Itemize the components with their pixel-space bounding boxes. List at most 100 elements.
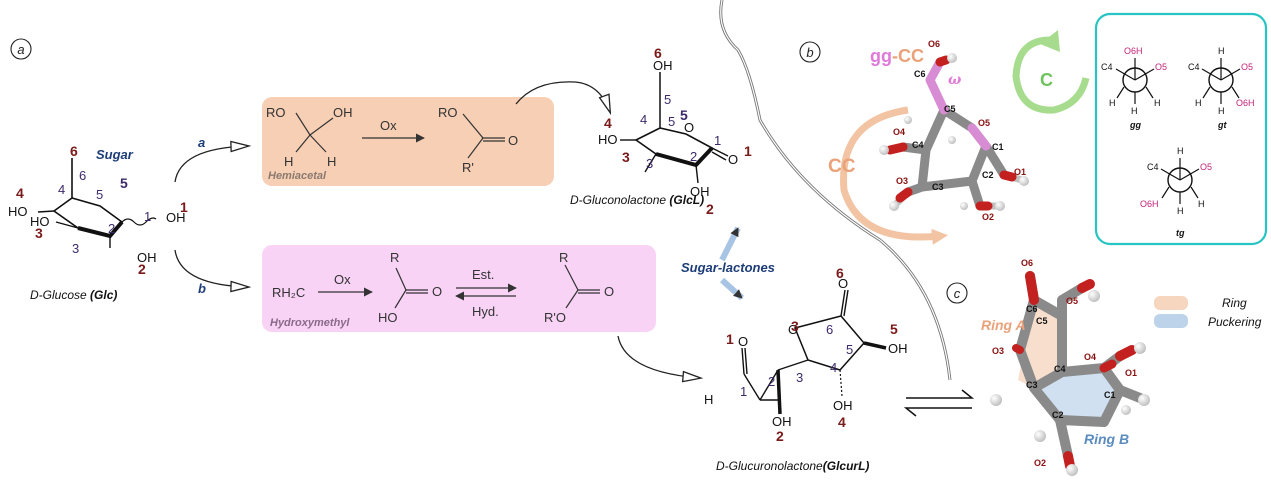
svg-text:4: 4 xyxy=(838,414,846,430)
sugar-lactones-down-arrow xyxy=(719,277,745,301)
cc-rotation-arrow xyxy=(840,106,948,245)
to-gluconolactone-arrow xyxy=(515,81,610,112)
to-glucuronolactone-arrow xyxy=(617,335,700,378)
glucuronolactone-caption: D-Glucuronolactone(GlcurL) xyxy=(716,459,869,473)
svg-text:5: 5 xyxy=(664,92,671,107)
svg-text:6: 6 xyxy=(826,322,833,337)
svg-text:HO: HO xyxy=(378,310,398,325)
svg-text:H: H xyxy=(1131,106,1138,116)
svg-text:O: O xyxy=(604,284,614,299)
svg-text:RH₂C: RH₂C xyxy=(272,285,305,300)
svg-text:C4: C4 xyxy=(1054,364,1066,374)
svg-text:O3: O3 xyxy=(896,176,908,186)
svg-text:5: 5 xyxy=(120,175,128,191)
svg-text:R'O: R'O xyxy=(544,310,566,325)
svg-text:R: R xyxy=(559,250,568,265)
svg-text:Ox: Ox xyxy=(380,118,397,133)
svg-text:O5: O5 xyxy=(1200,162,1212,172)
svg-text:4: 4 xyxy=(16,185,24,201)
svg-text:C4: C4 xyxy=(1101,62,1113,72)
svg-text:O5: O5 xyxy=(1066,296,1078,306)
pathway-b-label: b xyxy=(198,281,206,296)
svg-text:3: 3 xyxy=(35,225,43,241)
svg-text:H: H xyxy=(1177,206,1184,216)
svg-text:O4: O4 xyxy=(1084,352,1096,362)
svg-text:H: H xyxy=(1195,98,1202,108)
svg-text:O6: O6 xyxy=(928,39,940,49)
svg-text:OH: OH xyxy=(333,105,353,120)
svg-text:O5: O5 xyxy=(1241,62,1253,72)
svg-text:H: H xyxy=(327,154,336,169)
svg-text:2: 2 xyxy=(706,201,714,217)
conformer-c: O6 O5 C6 C5 O3 O4 C4 O1 C3 C1 C2 O2 Ring… xyxy=(981,258,1150,476)
svg-text:b: b xyxy=(806,45,813,60)
svg-text:2: 2 xyxy=(768,374,775,389)
svg-text:gt: gt xyxy=(1217,120,1227,130)
newman-gt: H C4 O5 H O6H H gt xyxy=(1188,46,1255,130)
svg-text:H: H xyxy=(704,392,713,407)
svg-text:O: O xyxy=(838,276,848,291)
svg-text:1: 1 xyxy=(714,133,721,148)
panel-label-c: c xyxy=(946,282,968,304)
svg-text:2: 2 xyxy=(138,261,146,277)
svg-text:3: 3 xyxy=(646,156,653,171)
panel-label-a: a xyxy=(10,38,32,60)
svg-text:O2: O2 xyxy=(1034,458,1046,468)
omega-label: ω xyxy=(948,72,962,88)
hemiacetal-box: RO OH H H Ox RO O R' Hemiacetal xyxy=(262,97,554,186)
svg-text:1: 1 xyxy=(744,143,752,159)
svg-text:4: 4 xyxy=(58,182,65,197)
svg-text:O6H: O6H xyxy=(1124,46,1143,56)
svg-text:H: H xyxy=(1154,98,1161,108)
svg-text:R: R xyxy=(390,250,399,265)
svg-text:6: 6 xyxy=(70,143,78,159)
c-rotation-label: C xyxy=(1040,70,1053,90)
svg-text:H: H xyxy=(284,154,293,169)
svg-text:4: 4 xyxy=(830,360,837,375)
svg-text:Puckering: Puckering xyxy=(1208,315,1262,329)
svg-text:Ox: Ox xyxy=(334,272,351,287)
svg-text:2: 2 xyxy=(690,149,697,164)
gg-cc-label: gg-CC xyxy=(870,46,924,66)
svg-text:C2: C2 xyxy=(982,170,994,180)
svg-text:5: 5 xyxy=(96,187,103,202)
svg-text:1: 1 xyxy=(180,199,188,215)
svg-text:C3: C3 xyxy=(1026,380,1038,390)
c-rotation-arrow xyxy=(1012,36,1090,114)
svg-text:OH: OH xyxy=(772,414,792,429)
svg-text:2: 2 xyxy=(108,221,115,236)
svg-text:a: a xyxy=(17,42,24,57)
svg-text:O: O xyxy=(432,284,442,299)
svg-text:3: 3 xyxy=(796,370,803,385)
hemiacetal-title: Hemiacetal xyxy=(268,170,327,182)
glucose-structure: HO HO OH OH 1 2 3 4 5 6 1 2 3 4 5 6 Suga… xyxy=(8,143,188,302)
svg-text:O: O xyxy=(508,133,518,148)
gluconolactone-caption: D-Gluconolactone (GlcL) xyxy=(570,193,704,207)
sugar-label: Sugar xyxy=(96,147,134,162)
svg-text:RO: RO xyxy=(266,105,286,120)
svg-text:O: O xyxy=(788,322,798,337)
glucose-oh-c1: OH xyxy=(166,210,186,225)
svg-text:4: 4 xyxy=(640,112,647,127)
svg-text:3: 3 xyxy=(622,149,630,165)
svg-text:C6: C6 xyxy=(914,69,926,79)
svg-text:O6H: O6H xyxy=(1236,98,1255,108)
svg-text:C1: C1 xyxy=(992,142,1004,152)
svg-text:3: 3 xyxy=(72,241,79,256)
svg-text:R': R' xyxy=(462,160,474,175)
svg-text:C1: C1 xyxy=(1104,390,1116,400)
svg-text:6: 6 xyxy=(654,45,662,61)
svg-text:3: 3 xyxy=(791,318,799,334)
svg-text:O4: O4 xyxy=(893,127,905,137)
svg-text:C6: C6 xyxy=(1026,304,1038,314)
hydroxymethyl-box: RH₂C Ox R O HO Est. Hyd. R O R'O Hydroxy… xyxy=(262,245,656,332)
svg-text:O6H: O6H xyxy=(1140,199,1159,209)
svg-text:C3: C3 xyxy=(932,182,944,192)
newman-tg: H C4 O5 O6H H H tg xyxy=(1140,146,1212,238)
svg-text:O5: O5 xyxy=(978,118,990,128)
svg-text:Ring: Ring xyxy=(1222,296,1247,310)
svg-text:1: 1 xyxy=(726,331,734,347)
ring-a-label: Ring A xyxy=(981,317,1026,333)
